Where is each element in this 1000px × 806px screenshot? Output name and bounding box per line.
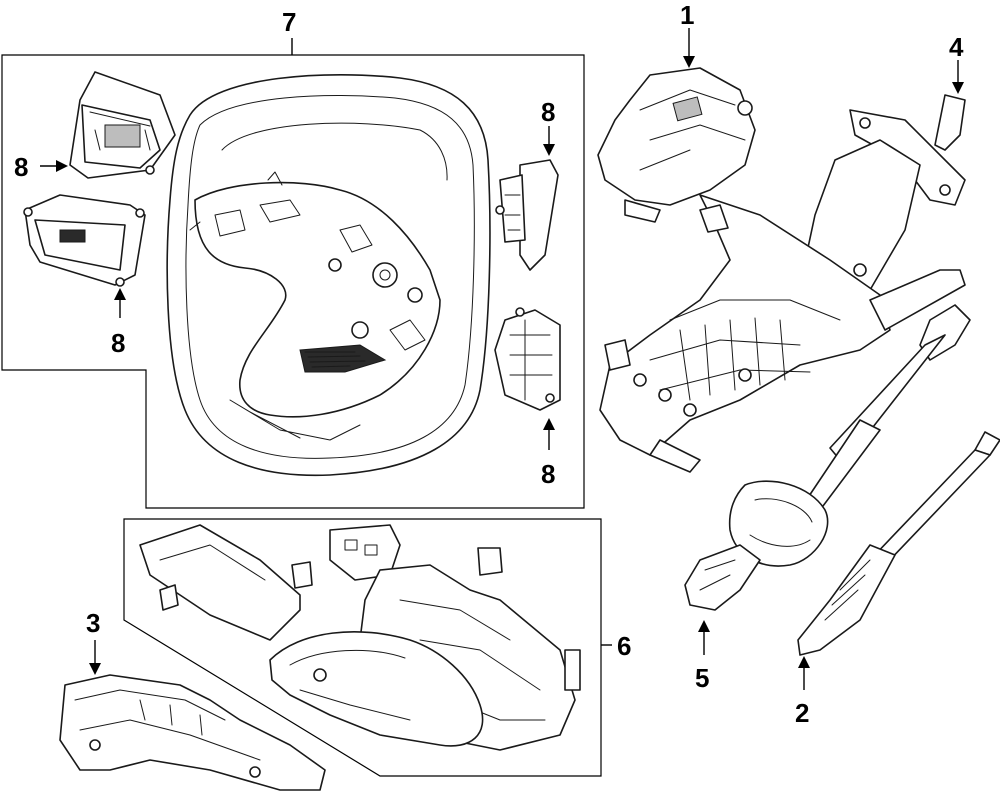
steering-column-assembly — [599, 94, 966, 473]
callout-7: 7 — [282, 7, 296, 37]
paddle-switch-upper-left — [69, 71, 176, 179]
callout-8-right-lower: 8 — [541, 459, 555, 489]
lower-shroud — [269, 631, 484, 747]
lower-shaft — [797, 431, 1000, 656]
paddle-switch-upper-right — [495, 159, 559, 271]
callout-8-left-lower: 8 — [111, 328, 125, 358]
column-trim-panel — [139, 524, 313, 641]
callout-6: 6 — [617, 631, 631, 661]
steering-switch-left — [23, 194, 146, 287]
steering-switch-right — [494, 307, 561, 411]
callout-3: 3 — [86, 608, 100, 638]
callout-8-upper-left: 8 — [14, 152, 28, 182]
callout-4: 4 — [949, 32, 964, 62]
callout-5: 5 — [695, 663, 709, 693]
steering-wheel-group-box — [1, 54, 585, 509]
trim-group-box — [123, 518, 602, 777]
callout-1: 1 — [680, 0, 694, 30]
callout-8-upper-right: 8 — [541, 97, 555, 127]
lower-trim-bolster — [59, 674, 326, 791]
steering-wheel — [166, 73, 491, 477]
callout-2: 2 — [795, 698, 809, 728]
intermediate-shaft — [684, 304, 971, 611]
ignition-lock-module — [597, 67, 756, 223]
